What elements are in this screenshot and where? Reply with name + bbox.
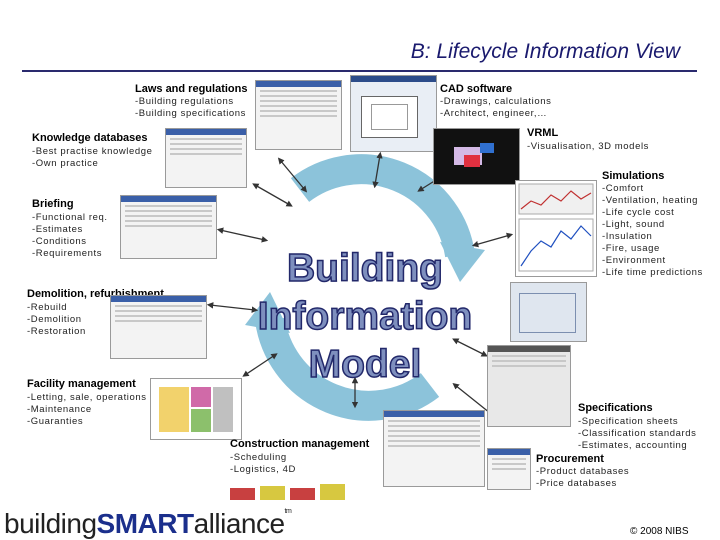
bim-center-label: Building Information Model [240,245,490,389]
facility-item: -Letting, sale, operations [27,392,147,403]
page-title: B: Lifecycle Information View [410,40,680,63]
arrow-specifications [452,338,488,357]
construction-item: -Scheduling [230,452,287,463]
demolition-item: -Rebuild [27,302,68,313]
laws-items: -Building regulations -Building specific… [135,96,246,120]
vrml-heading: VRML [527,127,559,139]
vrml-item: -Visualisation, 3D models [527,141,650,152]
arrow-cad [372,151,383,189]
laws-item: -Building regulations [135,96,234,107]
knowledge-items: -Best practise knowledge -Own practice [32,146,153,170]
arrow-demolition [206,302,259,313]
briefing-screenshot [120,195,217,259]
simulations-item: -Fire, usage [602,243,660,254]
simulations-item: -Environment [602,255,666,266]
demolition-item: -Restoration [27,326,86,337]
cad-item: -Architect, engineer,… [440,108,548,119]
logo-part2: SMART [96,508,195,539]
procurement-heading: Procurement [536,453,604,465]
knowledge-heading: Knowledge databases [32,132,148,144]
specifications-screenshot [487,345,571,427]
specifications-items: -Specification sheets -Classification st… [578,416,697,452]
logo-part3: alliance [193,508,285,539]
briefing-item: -Requirements [32,248,103,259]
procurement-item: -Product databases [536,466,630,477]
briefing-item: -Estimates [32,224,83,235]
arrow-simulations [471,232,514,248]
facility-items: -Letting, sale, operations -Maintenance … [27,392,147,428]
logo-part1: building [4,508,97,539]
laws-screenshot [255,80,342,150]
briefing-item: -Functional req. [32,212,108,223]
arrow-facility [242,353,278,377]
knowledge-item: -Own practice [32,158,99,169]
briefing-heading: Briefing [32,198,74,210]
simulations-item: -Ventilation, heating [602,195,699,206]
demolition-screenshot [110,295,207,359]
bim-line-2: Information [257,294,473,339]
simulations-heading: Simulations [602,170,665,182]
cycle-arrow [245,154,485,421]
arrow-briefing [216,227,269,243]
bim-line-3: Model [308,342,422,387]
simulations-items: -Comfort -Ventilation, heating -Life cyc… [602,183,703,279]
laws-heading: Laws and regulations [135,83,248,95]
knowledge-screenshot [165,128,247,188]
knowledge-item: -Best practise knowledge [32,146,153,157]
specifications-item: -Estimates, accounting [578,440,688,451]
logo-tm: tm [284,508,292,515]
buildingsmart-logo: buildingSMARTalliancetm [4,508,292,540]
cad-items: -Drawings, calculations -Architect, engi… [440,96,551,120]
cad-heading: CAD software [440,83,513,95]
facility-item: -Guaranties [27,416,84,427]
copyright: © 2008 NIBS [630,526,689,537]
bim-line-1: Building [286,246,443,291]
vrml-items: -Visualisation, 3D models [527,141,649,153]
arrow-laws [277,157,308,193]
simulations-item: -Life cycle cost [602,207,675,218]
construction-item: -Logistics, 4D [230,464,296,475]
specifications-item: -Specification sheets [578,416,679,427]
briefing-items: -Functional req. -Estimates -Conditions … [32,212,108,260]
construction-screenshot [230,478,370,508]
construction-heading: Construction management [230,438,370,450]
building-3d-image [510,282,587,342]
procurement-item: -Price databases [536,478,617,489]
title-rule [22,70,697,72]
simulations-screenshot [515,180,597,277]
simulations-item: -Light, sound [602,219,665,230]
arrow-knowledge [252,183,293,207]
simulations-item: -Life time predictions [602,267,703,278]
procurement-items: -Product databases -Price databases [536,466,629,490]
specifications-item: -Classification standards [578,428,697,439]
facility-heading: Facility management [27,378,136,390]
cad-screenshot [350,75,437,152]
demolition-item: -Demolition [27,314,82,325]
laws-item: -Building specifications [135,108,247,119]
cad-item: -Drawings, calculations [440,96,552,107]
vrml-screenshot [433,128,520,185]
facility-item: -Maintenance [27,404,92,415]
construction-schedule-screenshot [383,410,485,487]
simulations-item: -Insulation [602,231,653,242]
procurement-screenshot [487,448,531,490]
construction-items: -Scheduling -Logistics, 4D [230,452,296,476]
simulations-item: -Comfort [602,183,644,194]
demolition-items: -Rebuild -Demolition -Restoration [27,302,86,338]
briefing-item: -Conditions [32,236,87,247]
specifications-heading: Specifications [578,402,653,414]
facility-screenshot [150,378,242,440]
